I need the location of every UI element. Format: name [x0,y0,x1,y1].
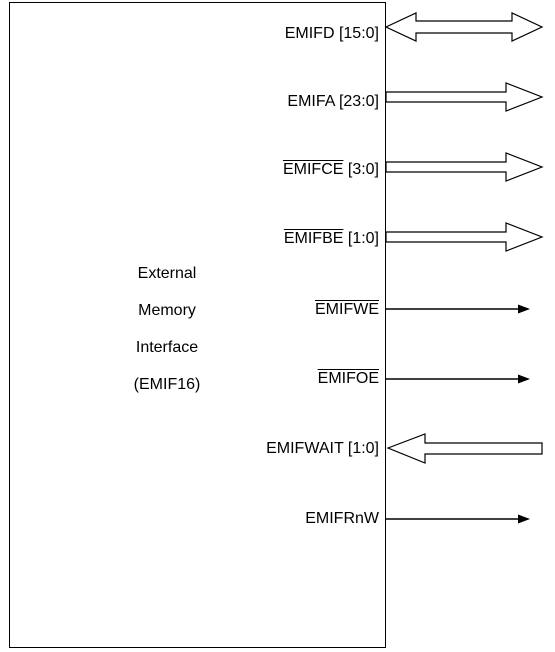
bidirectional-bus-arrow-emifd [384,12,544,42]
signal-label-emifce: EMIFCE [3:0] [282,161,379,178]
block-title-line-4: (EMIF16) [133,376,201,393]
signal-label-emifd: EMIFD [15:0] [284,25,379,42]
signal-label-emifbe: EMIFBE [1:0] [283,230,379,247]
signal-label-emifwe: EMIFWE [315,301,379,318]
signal-label-emifrnw: EMIFRnW [305,510,379,527]
signal-label-emifa: EMIFA [23:0] [287,93,379,110]
signal-label-emifoe: EMIFOE [317,370,379,387]
block-title-line-3: Interface [135,339,199,356]
signal-label-emifwait: EMIFWAIT [1:0] [266,440,379,457]
output-bus-arrow-emifbe [385,222,544,252]
output-bus-arrow-emifa [385,82,544,112]
output-line-arrow-emifrnw [386,514,530,524]
block-title-line-1: External [137,265,197,282]
input-bus-arrow-emifwait [386,433,543,464]
output-line-arrow-emifoe [386,374,530,384]
block-title-line-2: Memory [138,302,196,319]
emif16-block: External Memory Interface (EMIF16) [9,2,386,648]
output-line-arrow-emifwe [386,304,530,314]
output-bus-arrow-emifce [385,152,544,182]
